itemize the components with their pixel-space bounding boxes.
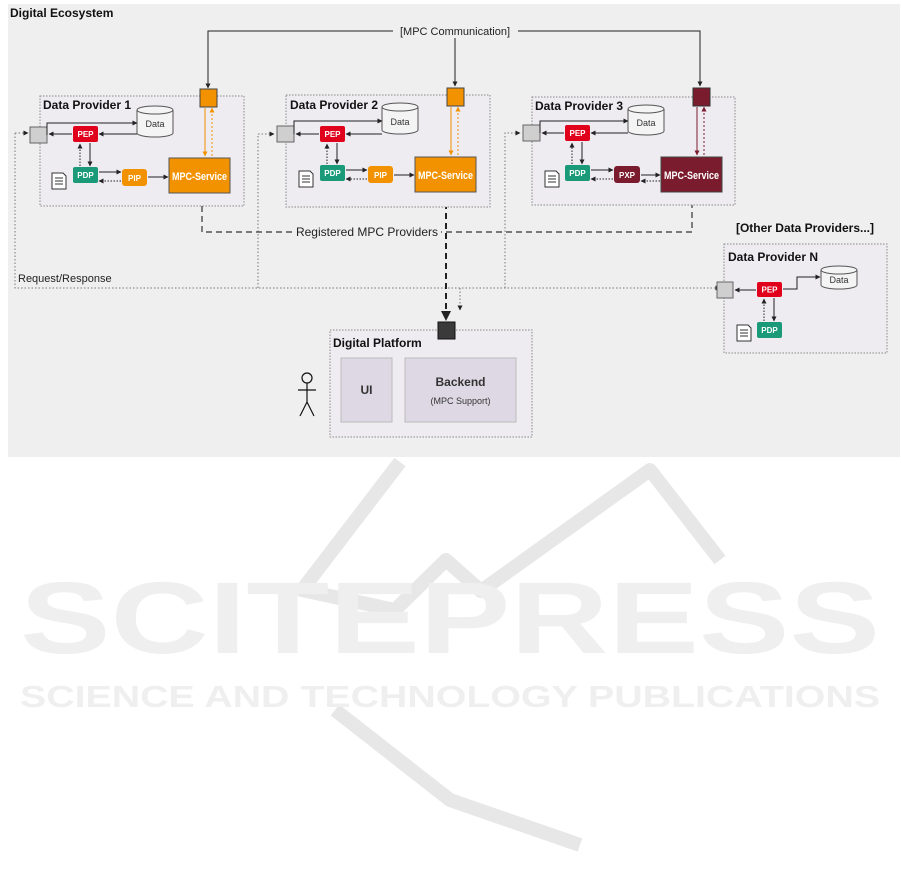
pep-label: PEP (761, 286, 778, 295)
data-label: Data (829, 275, 848, 285)
pdp-label: PDP (569, 169, 586, 178)
policy-document-icon (51, 172, 67, 190)
pep-label: PEP (77, 130, 94, 139)
pxp-box (614, 166, 640, 183)
mpc-port (446, 87, 465, 107)
pdp-label: PDP (77, 171, 94, 180)
scitepress-watermark: SCITEPRESS SCIENCE AND TECHNOLOGY PUBLIC… (20, 457, 880, 852)
ui-label: UI (361, 383, 373, 397)
pip-label: PIP (374, 171, 388, 180)
request-response-label-bg (16, 270, 126, 284)
provider-title: Data Provider 1 (43, 98, 131, 112)
pep-box (757, 282, 782, 297)
pip-box (122, 169, 147, 186)
mpc-service-label: MPC-Service (172, 171, 227, 183)
pep-box (73, 126, 98, 142)
data-provider-2: Data Provider 2 Data PEP PDP PIP MPC-Ser… (276, 87, 491, 208)
mpc-communication-bus (205, 30, 703, 89)
pdp-box (565, 165, 590, 181)
data-label: Data (145, 119, 164, 129)
data-label: Data (390, 117, 409, 127)
registered-mpc-label: Registered MPC Providers (296, 225, 438, 239)
mpc-service-label: MPC-Service (664, 170, 719, 182)
mpc-service-box (660, 156, 723, 193)
pip-box (368, 166, 393, 183)
data-provider-n: Data Provider N Data PEP PDP (716, 243, 888, 354)
pxp-label: PXP (619, 171, 636, 180)
pip-label: PIP (128, 174, 142, 183)
mpc-port (199, 88, 218, 108)
ecosystem-title: Digital Ecosystem (10, 6, 113, 20)
policy-document-icon (736, 324, 752, 342)
database-icon (627, 104, 665, 136)
backend-sublabel: (MPC Support) (430, 396, 490, 406)
policy-document-icon (298, 170, 314, 188)
request-response-label: Request/Response (18, 273, 112, 285)
pep-box (565, 125, 590, 141)
database-icon (381, 102, 419, 135)
pep-label: PEP (324, 130, 341, 139)
pdp-label: PDP (761, 326, 778, 335)
provider-title: Data Provider 3 (535, 99, 623, 113)
access-port (716, 281, 734, 299)
data-provider-1: Data Provider 1 Data PEP PDP PIP MPC-Ser… (29, 88, 245, 207)
data-provider-3: Data Provider 3 Data PEP PDP PXP MPC-Ser… (522, 87, 736, 206)
access-port (29, 126, 48, 144)
provider-title: Data Provider 2 (290, 98, 378, 112)
book-logo-icon (295, 457, 726, 852)
pdp-box (757, 322, 782, 338)
request-response-path (14, 130, 721, 311)
digital-platform: Digital Platform UI Backend (MPC Support… (329, 321, 533, 438)
watermark-tagline: SCIENCE AND TECHNOLOGY PUBLICATIONS (20, 679, 880, 714)
backend-label: Backend (435, 375, 485, 389)
platform-port (437, 321, 456, 340)
policy-document-icon (544, 170, 560, 188)
mpc-service-label: MPC-Service (418, 170, 473, 182)
access-port (522, 124, 541, 142)
user-icon (298, 372, 316, 417)
mpc-service-box (414, 156, 477, 193)
registered-mpc-label-bg (293, 224, 441, 239)
provider-title: Data Provider N (728, 250, 818, 264)
backend-box (404, 357, 517, 423)
ui-box (340, 357, 393, 423)
pep-box (320, 126, 345, 142)
pdp-label: PDP (324, 169, 341, 178)
mpc-port (692, 87, 711, 107)
platform-title: Digital Platform (333, 336, 422, 350)
other-providers-label: [Other Data Providers...] (736, 221, 874, 235)
mpc-service-box (168, 157, 231, 194)
pep-label: PEP (569, 129, 586, 138)
pdp-box (73, 167, 98, 183)
mpc-communication-label: [MPC Communication] (400, 26, 510, 38)
pdp-box (320, 165, 345, 181)
access-port (276, 125, 295, 143)
database-icon (820, 265, 858, 290)
database-icon (136, 105, 174, 138)
watermark-brand: SCITEPRESS (20, 561, 880, 675)
data-label: Data (636, 118, 655, 128)
